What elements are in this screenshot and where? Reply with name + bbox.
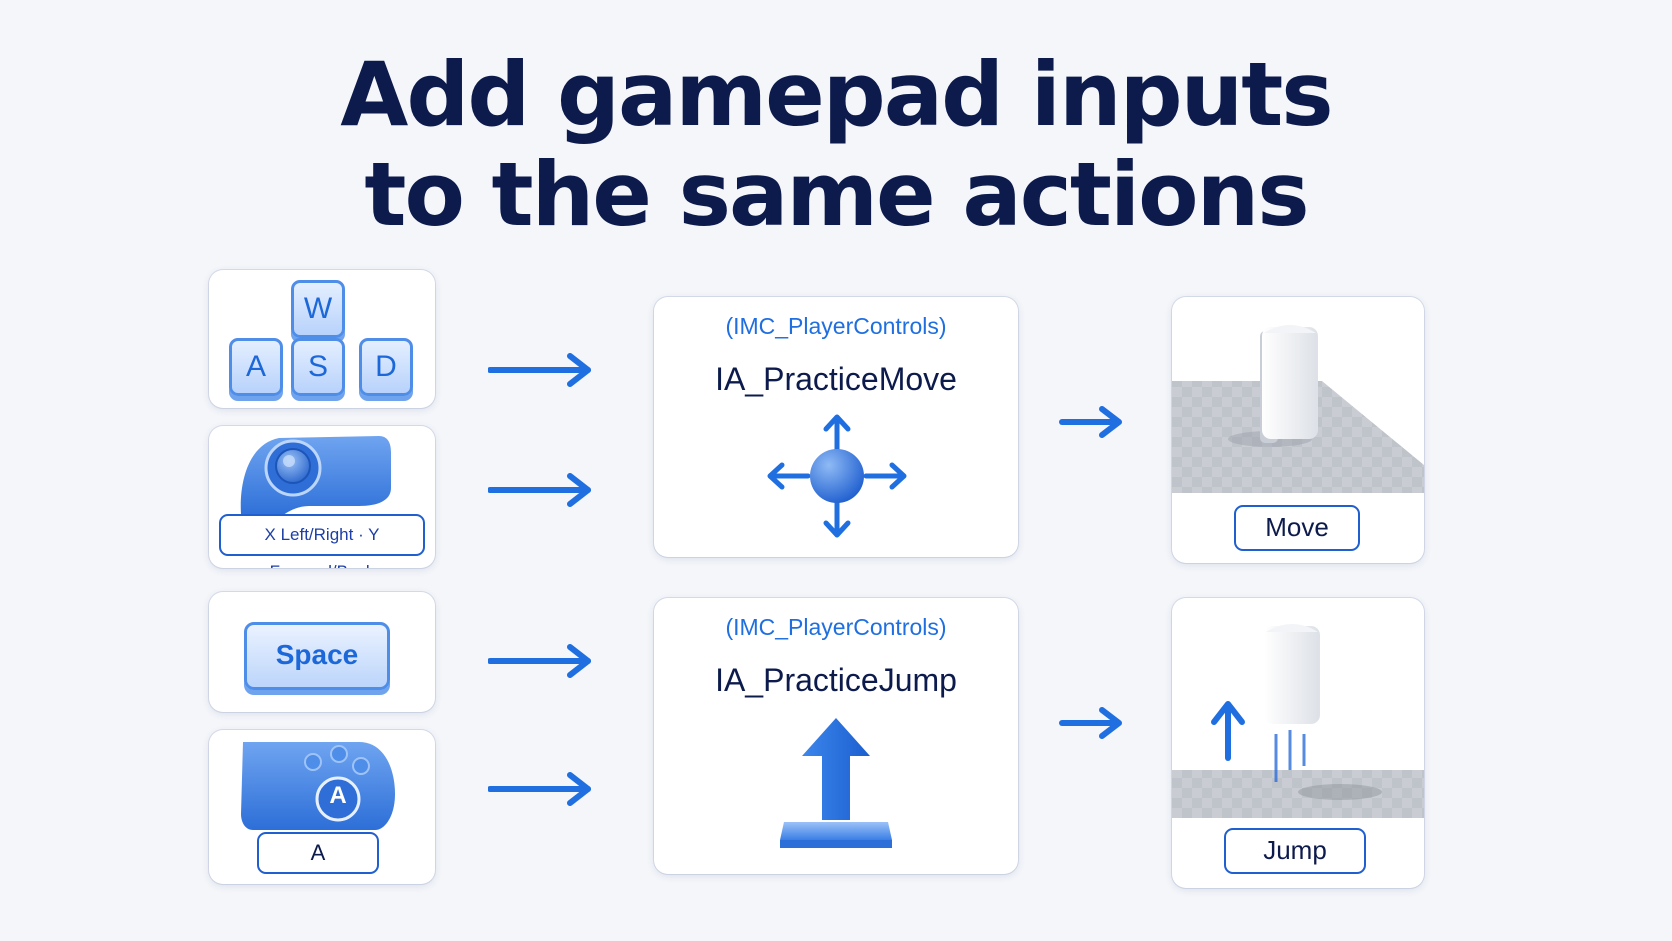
gamepad-a-button-icon [241, 742, 395, 830]
key-s: S [291, 338, 345, 396]
jump-context-label: (IMC_PlayerControls) [725, 614, 947, 640]
space-key-card: Space [209, 592, 435, 712]
arrow-wasd-to-move [488, 353, 591, 387]
move-direction-icon [767, 414, 907, 538]
jump-result-card: Jump [1172, 598, 1424, 888]
move-context-label: (IMC_PlayerControls) [725, 313, 947, 339]
arrow-stick-to-move [488, 473, 591, 507]
jump-action-card: (IMC_PlayerControls) IA_PracticeJump [654, 598, 1018, 874]
arrow-a-to-jump [488, 772, 591, 806]
arrow-move-to-result [1059, 406, 1122, 438]
gamepad-stick-card: X Left/Right · Y Forward/Back [209, 426, 435, 568]
jump-up-arrow-icon [780, 718, 892, 848]
wasd-keys-card: W A S D [209, 270, 435, 408]
jump-action-name: IA_PracticeJump [715, 662, 957, 698]
space-key: Space [244, 622, 390, 690]
gamepad-a-card: A A [209, 730, 435, 884]
gamepad-a-button-glyph: A [329, 782, 347, 809]
move-scene-icon [1172, 325, 1424, 493]
key-a: A [229, 338, 283, 396]
arrow-space-to-jump [488, 644, 591, 678]
gamepad-a-label: A [257, 832, 379, 874]
gamepad-stick-icon [240, 436, 391, 518]
title-line-2: to the same actions [364, 143, 1309, 246]
jump-result-label: Jump [1224, 828, 1366, 874]
move-result-card: Move [1172, 297, 1424, 563]
stick-axes-label: X Left/Right · Y Forward/Back [219, 514, 425, 568]
key-w: W [291, 280, 345, 338]
move-result-label: Move [1234, 505, 1360, 551]
key-d: D [359, 338, 413, 396]
move-action-name: IA_PracticeMove [715, 361, 957, 397]
title-line-1: Add gamepad inputs [340, 43, 1333, 146]
jump-scene-icon [1172, 624, 1424, 818]
arrow-jump-to-result [1059, 707, 1122, 739]
move-action-card: (IMC_PlayerControls) IA_PracticeMove [654, 297, 1018, 557]
